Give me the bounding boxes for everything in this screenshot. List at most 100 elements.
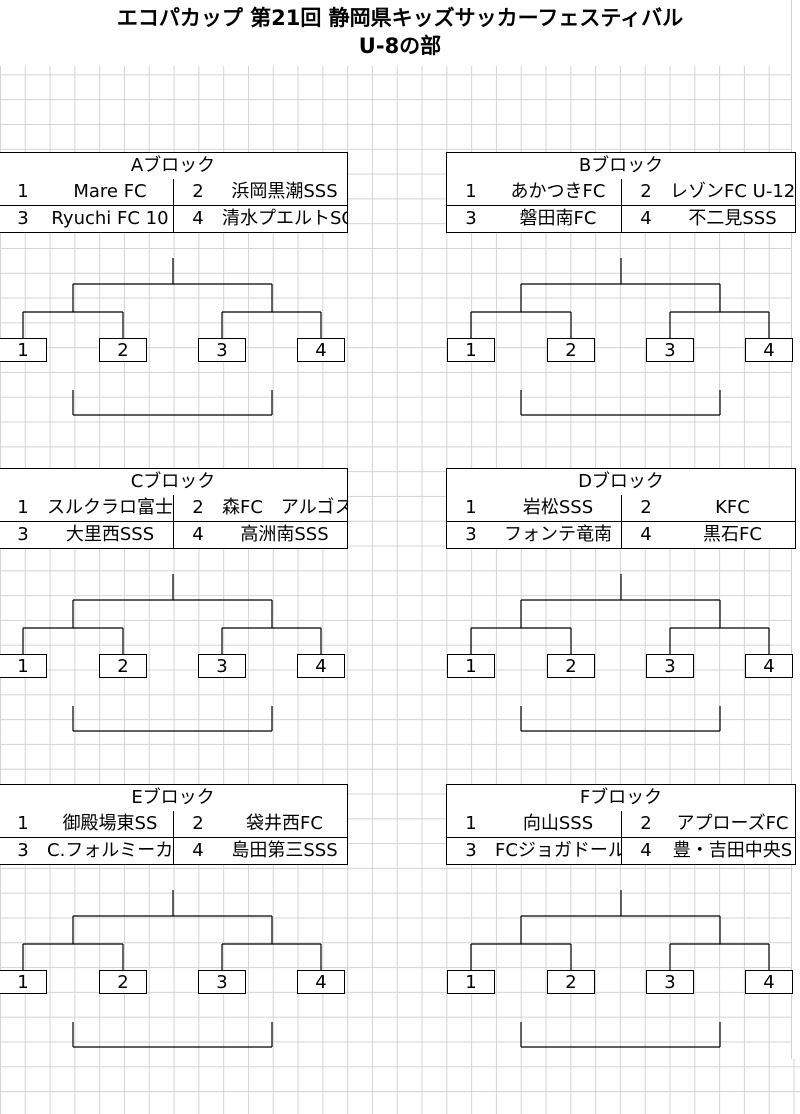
- team-name: 島田第三SSS: [231, 840, 338, 861]
- block-a: Aブロック 1 Mare FC 2 浜岡黒潮SSS 3 Ryuchi FC 10…: [0, 152, 348, 482]
- team-number: 1: [465, 497, 477, 518]
- team-number: 3: [17, 840, 29, 861]
- seed-box-1: 1: [0, 338, 47, 362]
- bracket-lines: [470, 890, 770, 1048]
- team-name: 森FC アルゴス: [222, 497, 347, 518]
- team-number: 2: [640, 181, 652, 202]
- seed-box-3: 3: [646, 654, 694, 678]
- seed-box-4: 4: [745, 654, 793, 678]
- seed-box-3: 3: [198, 338, 246, 362]
- team-number: 4: [192, 840, 204, 861]
- team-number: 4: [640, 840, 652, 861]
- team-name: 浜岡黒潮SSS: [231, 181, 338, 202]
- seed-box-2: 2: [99, 338, 147, 362]
- tournament-bracket: 1 2 3 4: [446, 864, 796, 1114]
- team-name: 清水プエルトSC: [222, 208, 347, 229]
- team-number: 3: [465, 208, 477, 229]
- seed-box-4: 4: [297, 654, 345, 678]
- seed-box-2: 2: [99, 970, 147, 994]
- team-name: 黒石FC: [703, 524, 762, 545]
- bracket-lines: [22, 258, 322, 416]
- block-table: Fブロック 1 向山SSS 2 アプローズFC 3 FCジョガドール 4 豊・吉…: [446, 784, 796, 865]
- block-title: Dブロック: [446, 468, 796, 496]
- seed-box-4: 4: [745, 338, 793, 362]
- team-name: 高洲南SSS: [240, 524, 329, 545]
- seed-box-1: 1: [0, 970, 47, 994]
- table-row: 3 Ryuchi FC 10 4 清水プエルトSC: [0, 206, 348, 233]
- block-table: Eブロック 1 御殿場東SS 2 袋井西FC 3 C.フォルミーカ 4 島田第三…: [0, 784, 348, 865]
- seed-box-1: 1: [447, 654, 495, 678]
- table-row: 3 大里西SSS 4 高洲南SSS: [0, 522, 348, 549]
- seed-box-2: 2: [547, 338, 595, 362]
- team-number: 4: [640, 524, 652, 545]
- team-name: 袋井西FC: [246, 813, 323, 834]
- team-number: 1: [17, 497, 29, 518]
- block-title: Eブロック: [0, 784, 348, 812]
- block-table: Bブロック 1 あかつきFC 2 レゾンFC U-12 3 磐田南FC 4 不二…: [446, 152, 796, 233]
- team-name: 磐田南FC: [495, 206, 622, 232]
- page-subtitle: U-8の部: [358, 34, 442, 58]
- table-row: 1 スルクラロ富士 2 森FC アルゴス: [0, 495, 348, 522]
- seed-box-4: 4: [297, 970, 345, 994]
- team-name: 向山SSS: [495, 811, 622, 837]
- team-number: 3: [17, 208, 29, 229]
- team-number: 3: [17, 524, 29, 545]
- seed-box-2: 2: [547, 654, 595, 678]
- table-row: 3 フォンテ竜南 4 黒石FC: [446, 522, 796, 549]
- team-name: フォンテ竜南: [495, 522, 622, 548]
- team-name: 豊・吉田中央S: [672, 840, 793, 861]
- block-table: Dブロック 1 岩松SSS 2 KFC 3 フォンテ竜南 4 黒石FC: [446, 468, 796, 549]
- team-number: 3: [465, 524, 477, 545]
- page-header: エコパカップ 第21回 静岡県キッズサッカーフェスティバル U-8の部: [0, 0, 800, 66]
- team-number: 2: [640, 813, 652, 834]
- bracket-lines: [22, 890, 322, 1048]
- team-number: 4: [640, 208, 652, 229]
- block-d: Dブロック 1 岩松SSS 2 KFC 3 フォンテ竜南 4 黒石FC: [446, 468, 796, 798]
- team-name: Ryuchi FC 10: [47, 206, 174, 232]
- seed-box-3: 3: [198, 654, 246, 678]
- seed-box-2: 2: [547, 970, 595, 994]
- table-row: 1 あかつきFC 2 レゾンFC U-12: [446, 179, 796, 206]
- block-table: Aブロック 1 Mare FC 2 浜岡黒潮SSS 3 Ryuchi FC 10…: [0, 152, 348, 233]
- tournament-bracket: 1 2 3 4: [0, 864, 348, 1114]
- team-name: レゾンFC U-12: [670, 181, 795, 202]
- seed-box-2: 2: [99, 654, 147, 678]
- team-name: アプローズFC: [676, 813, 789, 834]
- block-e: Eブロック 1 御殿場東SS 2 袋井西FC 3 C.フォルミーカ 4 島田第三…: [0, 784, 348, 1114]
- team-name: 岩松SSS: [495, 495, 622, 521]
- table-row: 1 向山SSS 2 アプローズFC: [446, 811, 796, 838]
- block-table: Cブロック 1 スルクラロ富士 2 森FC アルゴス 3 大里西SSS 4 高洲…: [0, 468, 348, 549]
- team-name: FCジョガドール: [495, 838, 622, 864]
- team-name: C.フォルミーカ: [47, 838, 174, 864]
- block-f: Fブロック 1 向山SSS 2 アプローズFC 3 FCジョガドール 4 豊・吉…: [446, 784, 796, 1114]
- seed-box-1: 1: [0, 654, 47, 678]
- team-number: 4: [192, 524, 204, 545]
- team-number: 3: [465, 840, 477, 861]
- seed-box-1: 1: [447, 338, 495, 362]
- team-number: 2: [192, 813, 204, 834]
- team-number: 1: [465, 181, 477, 202]
- table-row: 3 FCジョガドール 4 豊・吉田中央S: [446, 838, 796, 865]
- tournament-bracket: 1 2 3 4: [0, 548, 348, 798]
- team-number: 1: [17, 181, 29, 202]
- seed-box-4: 4: [297, 338, 345, 362]
- tournament-bracket: 1 2 3 4: [446, 548, 796, 798]
- table-row: 1 Mare FC 2 浜岡黒潮SSS: [0, 179, 348, 206]
- team-number: 2: [192, 497, 204, 518]
- bracket-lines: [470, 258, 770, 416]
- team-number: 2: [640, 497, 652, 518]
- bracket-lines: [22, 574, 322, 732]
- team-name: 大里西SSS: [47, 522, 174, 548]
- team-number: 1: [17, 813, 29, 834]
- team-number: 4: [192, 208, 204, 229]
- seed-box-3: 3: [646, 970, 694, 994]
- block-c: Cブロック 1 スルクラロ富士 2 森FC アルゴス 3 大里西SSS 4 高洲…: [0, 468, 348, 798]
- bracket-lines: [470, 574, 770, 732]
- seed-box-3: 3: [198, 970, 246, 994]
- table-row: 3 磐田南FC 4 不二見SSS: [446, 206, 796, 233]
- table-row: 1 岩松SSS 2 KFC: [446, 495, 796, 522]
- team-name: あかつきFC: [495, 179, 622, 205]
- team-number: 2: [192, 181, 204, 202]
- seed-box-1: 1: [447, 970, 495, 994]
- block-title: Cブロック: [0, 468, 348, 496]
